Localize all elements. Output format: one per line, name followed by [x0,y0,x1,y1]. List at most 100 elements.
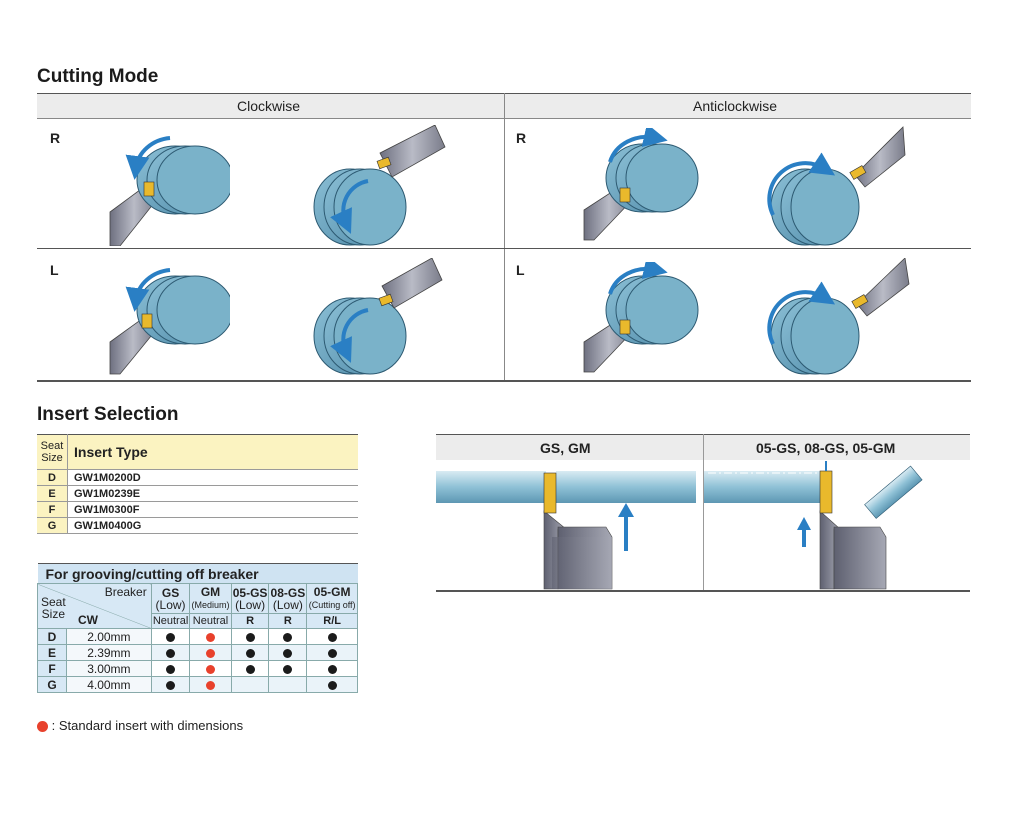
cutting-mode-title: Cutting Mode [37,66,159,87]
seat-size-cell: G [37,517,68,534]
black-dot-icon [327,680,337,690]
black-dot-icon [166,680,176,690]
seat-size-cell: F [37,501,68,518]
seat-size-cell: E [37,644,67,661]
mark-cell [268,644,308,661]
mark-cell [189,644,232,661]
black-dot-icon [166,632,176,642]
diagram-col-gs-gm: GS, GM [540,440,591,456]
seat-size-cell: E [37,485,68,502]
dir-05-gm: R/L [306,613,358,629]
insert-type-cell: GW1M0400G [67,517,358,534]
mark-cell [306,660,358,677]
black-dot-icon [283,648,293,658]
cutting-mode-divider [504,93,505,380]
acw-r-internal-illustration [767,126,906,246]
red-dot-icon [206,680,216,690]
red-dot-icon [37,721,48,733]
col-header-08-gs: 08-GS(Low) [268,583,308,614]
row-label-l-clockwise: L [50,262,59,278]
breaker-table: For grooving/cutting off breaker Breaker… [37,563,358,693]
insert-type-cell: GW1M0239E [67,485,358,502]
cw-l-external-illustration [109,268,230,375]
mark-cell [306,644,358,661]
cw-cell: 3.00mm [66,660,152,677]
dir-gs: Neutral [150,613,191,629]
acw-l-internal-illustration [767,258,910,375]
dir-08-gs: R [268,613,308,629]
seat-size-cell: F [37,660,67,677]
mark-cell [189,676,232,693]
mark-cell [306,676,358,693]
red-dot-icon [206,664,216,674]
insert-type-cell: GW1M0200D [67,469,358,486]
mark-cell [150,676,191,693]
table-row: G GW1M0400G [37,517,358,534]
diagram-col-05-gs: 05-GS, 08-GS, 05-GM [756,440,896,456]
insert-type-header: Insert Type [67,434,358,470]
mark-cell [268,628,308,645]
anticlockwise-header: Anticlockwise [693,98,778,114]
row-label-r-clockwise: R [50,130,61,146]
row-label-r-anticlockwise: R [516,130,527,146]
cw-r-internal-illustration [313,125,446,246]
dir-gm: Neutral [189,613,232,629]
insert-selection-title: Insert Selection [37,404,179,425]
mark-cell [230,660,270,677]
mark-cell [268,676,308,693]
acw-l-external-illustration [583,262,699,373]
black-dot-icon [166,648,176,658]
mark-cell [189,660,232,677]
grooving-diagram [436,461,923,590]
cw-label: CW [78,613,98,627]
cw-r-external-illustration [109,136,230,246]
legend-text: : Standard insert with dimensions [51,718,244,733]
mark-cell [230,676,270,693]
seat-size-cell: D [37,628,67,645]
table-row: D GW1M0200D [37,469,358,486]
mark-cell [268,660,308,677]
cw-cell: 2.00mm [66,628,152,645]
row-divider [37,248,971,249]
col-header-gs: GS(Low) [150,583,191,614]
mark-cell [189,628,232,645]
table-row: F GW1M0300F [37,501,358,518]
black-dot-icon [245,664,255,674]
col-header-05-gs: 05-GS(Low) [230,583,270,614]
mark-cell [150,660,191,677]
mark-cell [230,644,270,661]
black-dot-icon [327,664,337,674]
black-dot-icon [245,632,255,642]
black-dot-icon [327,648,337,658]
mark-cell [150,628,191,645]
dir-05-gs: R [230,613,270,629]
black-dot-icon [283,632,293,642]
mark-cell [230,628,270,645]
red-dot-icon [206,632,216,642]
diagram-bottom-rule [436,590,970,592]
row-label-l-anticlockwise: L [516,262,525,278]
red-dot-icon [206,648,216,658]
breaker-table-title: For grooving/cutting off breaker [37,563,358,584]
table-bottom-rule [37,380,971,382]
col-header-gm: GM(Medium) [189,583,232,614]
cw-cell: 2.39mm [66,644,152,661]
mark-cell [150,644,191,661]
diagram-divider [703,434,704,590]
mark-cell [306,628,358,645]
col-header-05-gm: 05-GM(Cutting off) [306,583,358,614]
clockwise-header: Clockwise [237,98,301,114]
black-dot-icon [166,664,176,674]
black-dot-icon [327,632,337,642]
black-dot-icon [283,664,293,674]
seat-size-cell: D [37,469,68,486]
cw-cell: 4.00mm [66,676,152,693]
breaker-label: Breaker [104,585,147,599]
